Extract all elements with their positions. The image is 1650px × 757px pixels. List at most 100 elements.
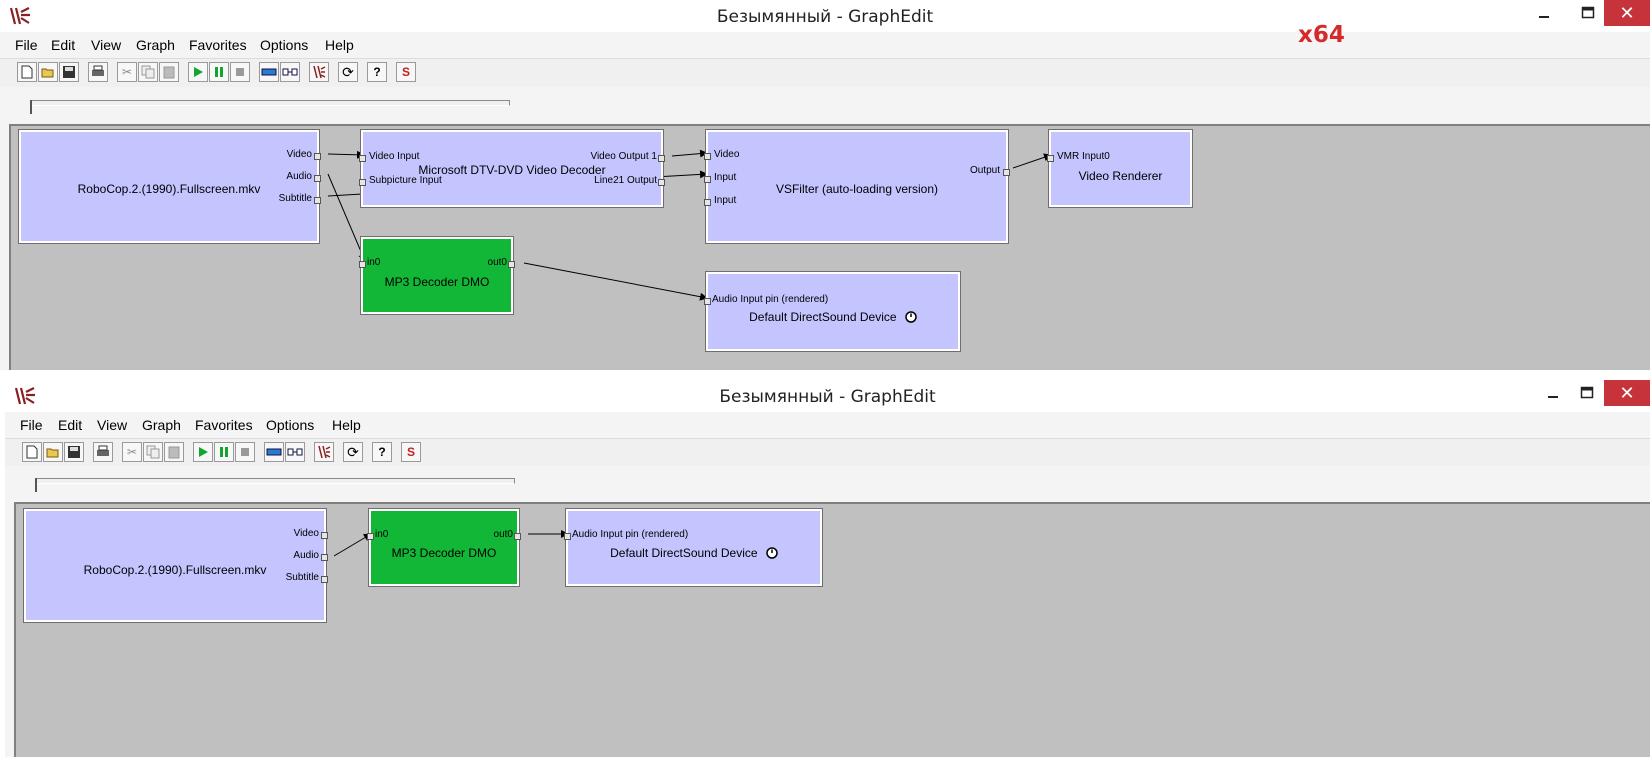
s-button[interactable]: S — [396, 62, 416, 82]
seek-button[interactable] — [264, 442, 284, 462]
seek-thumb[interactable] — [30, 100, 32, 114]
pin-audio-out[interactable] — [314, 175, 321, 182]
seek-track[interactable] — [35, 478, 515, 484]
print-button[interactable] — [93, 442, 113, 462]
new-button[interactable] — [17, 62, 37, 82]
filter-source[interactable]: RoboCop.2.(1990).Fullscreen.mkv Video Au… — [18, 129, 321, 244]
graphedit-button[interactable] — [309, 62, 329, 82]
menu-edit[interactable]: Edit — [51, 37, 76, 53]
pause-icon — [220, 447, 228, 457]
play-button[interactable] — [193, 442, 213, 462]
cut-button[interactable]: ✂ — [117, 62, 137, 82]
maximize-button[interactable] — [1565, 380, 1609, 406]
close-button[interactable]: ✕ — [1604, 0, 1650, 26]
filter-mp3-decoder[interactable]: MP3 Decoder DMO in0 out0 — [359, 236, 515, 315]
pause-button[interactable] — [209, 62, 229, 82]
menu-graph[interactable]: Graph — [136, 37, 175, 53]
save-button[interactable] — [64, 442, 84, 462]
graphedit-button[interactable] — [314, 442, 334, 462]
close-button[interactable]: ✕ — [1604, 380, 1650, 406]
pin-subpicture-input[interactable] — [359, 179, 366, 186]
filter-directsound[interactable]: Default DirectSound Device Audio Input p… — [564, 508, 823, 587]
pause-button[interactable] — [214, 442, 234, 462]
graph-canvas[interactable]: RoboCop.2.(1990).Fullscreen.mkv Video Au… — [14, 502, 1650, 757]
pin-audio-input[interactable] — [704, 298, 711, 305]
title-bar[interactable]: Безымянный - GraphEdit ✕ — [0, 0, 1650, 32]
graph-canvas[interactable]: RoboCop.2.(1990).Fullscreen.mkv Video Au… — [9, 124, 1650, 370]
menu-favorites[interactable]: Favorites — [195, 417, 253, 433]
menu-graph[interactable]: Graph — [142, 417, 181, 433]
open-button[interactable] — [38, 62, 58, 82]
paste-button[interactable] — [159, 62, 179, 82]
filter-vsfilter[interactable]: VSFilter (auto-loading version) Video In… — [704, 129, 1010, 244]
maximize-button[interactable] — [1566, 0, 1610, 26]
pin-subtitle-out[interactable] — [321, 576, 328, 583]
clock-icon — [766, 547, 778, 559]
pin-out0[interactable] — [514, 533, 521, 540]
pin-audio-out[interactable] — [321, 554, 328, 561]
pin-video-out[interactable] — [314, 153, 321, 160]
save-button[interactable] — [59, 62, 79, 82]
refresh-button[interactable]: ⟳ — [343, 442, 363, 462]
menu-view[interactable]: View — [91, 37, 122, 53]
menu-file[interactable]: File — [15, 37, 38, 53]
filter-dvd-decoder[interactable]: Microsoft DTV-DVD Video Decoder Video In… — [359, 129, 665, 208]
help-button[interactable]: ? — [372, 442, 392, 462]
seek-bar[interactable] — [5, 466, 1650, 498]
menu-help[interactable]: Help — [325, 37, 354, 53]
pin-video-output[interactable] — [658, 155, 665, 162]
pin-in0[interactable] — [367, 533, 374, 540]
seek-bar[interactable] — [0, 88, 1650, 120]
pin-subtitle-label: Subtitle — [278, 193, 312, 204]
menu-options[interactable]: Options — [260, 37, 309, 53]
pin-video-out[interactable] — [321, 532, 328, 539]
filter-mp3-decoder[interactable]: MP3 Decoder DMO in0 out0 — [367, 508, 521, 587]
step-button[interactable] — [280, 62, 300, 82]
seek-track[interactable] — [30, 100, 510, 106]
seek-thumb[interactable] — [35, 478, 37, 492]
minimize-icon — [1539, 16, 1549, 18]
pin-out0[interactable] — [508, 261, 515, 268]
minimize-button[interactable] — [1522, 0, 1566, 26]
filter-directsound[interactable]: Default DirectSound Device Audio Input p… — [704, 271, 961, 352]
pin-input-in[interactable] — [704, 176, 711, 183]
copy-button[interactable] — [138, 62, 158, 82]
pin-audio-input[interactable] — [564, 533, 571, 540]
pin-line21-output[interactable] — [658, 179, 665, 186]
menu-file[interactable]: File — [20, 417, 43, 433]
filter-source[interactable]: RoboCop.2.(1990).Fullscreen.mkv Video Au… — [23, 508, 328, 623]
menu-edit[interactable]: Edit — [58, 417, 83, 433]
new-button[interactable] — [22, 442, 42, 462]
seek-button[interactable] — [259, 62, 279, 82]
minimize-button[interactable] — [1531, 380, 1575, 406]
open-button[interactable] — [43, 442, 63, 462]
pin-subtitle-out[interactable] — [314, 197, 321, 204]
menu-options[interactable]: Options — [266, 417, 315, 433]
cut-button[interactable]: ✂ — [122, 442, 142, 462]
graphedit-app-icon[interactable] — [8, 6, 32, 26]
menu-help[interactable]: Help — [332, 417, 361, 433]
copy-button[interactable] — [143, 442, 163, 462]
graphedit-app-icon[interactable] — [13, 386, 37, 406]
pin-vmr-input[interactable] — [1047, 155, 1054, 162]
pin-in0[interactable] — [359, 261, 366, 268]
filter-video-renderer[interactable]: Video Renderer VMR Input0 — [1047, 129, 1193, 208]
play-button[interactable] — [188, 62, 208, 82]
pin-input2-in[interactable] — [704, 199, 711, 206]
title-bar[interactable]: Безымянный - GraphEdit ✕ — [5, 380, 1650, 412]
pin-video-input[interactable] — [359, 155, 366, 162]
pin-video-in[interactable] — [704, 153, 711, 160]
help-button[interactable]: ? — [367, 62, 387, 82]
step-button[interactable] — [285, 442, 305, 462]
clock-icon — [905, 311, 917, 323]
stop-button[interactable] — [235, 442, 255, 462]
pin-out0-label: out0 — [487, 257, 507, 268]
print-button[interactable] — [88, 62, 108, 82]
menu-favorites[interactable]: Favorites — [189, 37, 247, 53]
refresh-button[interactable]: ⟳ — [338, 62, 358, 82]
stop-button[interactable] — [230, 62, 250, 82]
s-button[interactable]: S — [401, 442, 421, 462]
menu-view[interactable]: View — [97, 417, 128, 433]
pin-output[interactable] — [1003, 169, 1010, 176]
paste-button[interactable] — [164, 442, 184, 462]
